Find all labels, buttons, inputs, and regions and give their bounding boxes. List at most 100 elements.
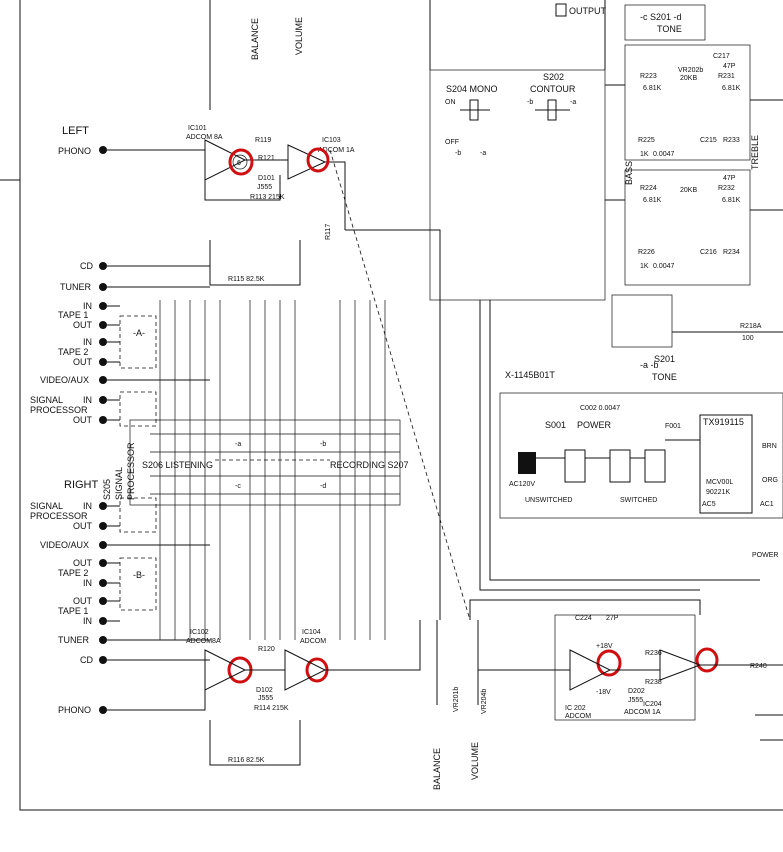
power-section: X-1145B01T S001 C002 0.0047 POWER F001 T… (499, 370, 783, 559)
svg-text:-a: -a (480, 150, 486, 157)
left-input-jacks: LEFT PHONO CD TUNER IN TAPE 1 OUT IN TAP… (30, 125, 107, 425)
left-phono-label: PHONO (58, 146, 91, 156)
r218a-val: 100 (742, 335, 754, 342)
bass-label: BASS (624, 161, 634, 185)
val-681k-1: 6.81K (643, 85, 662, 92)
ic102-part-label: ADCOM8A (186, 638, 221, 645)
val-0047-2: 0.0047 (653, 263, 675, 270)
d101-label: D101 (258, 175, 275, 182)
svg-text:-b: -b (527, 99, 533, 106)
power-right-label: POWER (752, 552, 778, 559)
c215-label: C215 (700, 137, 717, 144)
c224-val: 27P (606, 615, 619, 622)
val-681k-3: 6.81K (643, 197, 662, 204)
r232-label: R232 (718, 185, 735, 192)
left-channel-label: LEFT (62, 125, 89, 137)
r119-label: R119 (255, 137, 271, 144)
r113-label: R113 215K (250, 194, 285, 201)
transformer-label: TX919115 (703, 417, 744, 427)
c002-label: C002 0.0047 (580, 405, 620, 412)
right-tape2-in-label: IN (83, 578, 92, 588)
r226-label: R226 (638, 249, 655, 256)
svg-text:-b: -b (455, 150, 461, 157)
ic202-part-label: ADCOM (565, 713, 591, 720)
val-1k-2: 1K (640, 263, 649, 270)
right-signal-in-label: IN (83, 501, 92, 511)
s206-label: S206 LISTENING (142, 460, 213, 470)
balance-volume: BALANCE VOLUME BALANCE VOLUME VR201b VR2… (250, 17, 488, 790)
s201-bottom-label: S201 (654, 354, 675, 364)
r238-label: R238 (645, 679, 662, 686)
mcv-label: MCV00L (706, 479, 733, 486)
s001-label: S001 (545, 420, 566, 430)
right-tape1-out-label: OUT (73, 596, 93, 606)
right-phono-label: PHONO (58, 705, 91, 715)
right-tape1-label: TAPE 1 (58, 606, 88, 616)
r240-label: R240 (750, 663, 767, 670)
svg-text:-B-: -B- (133, 570, 145, 580)
balance-top-label: BALANCE (250, 18, 260, 60)
r117-label: R117 (325, 224, 332, 240)
j555-2: J555 (258, 695, 273, 702)
ic204-part-label: ADCOM 1A (624, 709, 661, 716)
frame-wires (0, 0, 783, 811)
r223-label: R223 (640, 73, 657, 80)
volume-top-label: VOLUME (294, 17, 304, 55)
left-tape2-in-label: IN (83, 337, 92, 347)
vr201-label: VR201b (453, 687, 460, 712)
d202-label: D202 (628, 688, 645, 695)
val-1k-1: 1K (640, 151, 649, 158)
unswitched-label: UNSWITCHED (525, 497, 572, 504)
left-tape1-label: TAPE 1 (58, 310, 88, 320)
svg-text:-c: -c (235, 483, 241, 490)
ic101-block: IC101 ADCOM 8A 6 IC103 ADCOM 1A R119 R12… (186, 125, 355, 286)
board-label: X-1145B01T (505, 370, 555, 380)
s205-sub2-label: PROCESSOR (126, 442, 136, 500)
left-tape1-in-label: IN (83, 301, 92, 311)
left-signal-in-label: IN (83, 395, 92, 405)
left-processor-label: PROCESSOR (30, 405, 88, 415)
svg-text:-A-: -A- (133, 328, 145, 338)
svg-text:6: 6 (237, 160, 241, 167)
ic202-label: IC 202 (565, 705, 586, 712)
right-input-jacks: RIGHT SIGNAL IN PROCESSOR OUT VIDEO/AUX … (30, 479, 107, 715)
red-annotations (227, 147, 719, 684)
r234-label: R234 (723, 249, 740, 256)
r218a-label: R218A (740, 323, 762, 330)
left-video-aux-label: VIDEO/AUX (40, 375, 89, 385)
r114-label: R114 215K (254, 705, 289, 712)
left-tape2-out-label: OUT (73, 357, 93, 367)
ic104-part-label: ADCOM (300, 638, 326, 645)
org-label: ORG (762, 477, 778, 484)
switch-matrix: S205 SIGNAL PROCESSOR S206 LISTENING REC… (102, 300, 409, 640)
r115-label: R115 82.5K (228, 276, 265, 283)
vplus-label: +18V (596, 643, 613, 650)
right-video-aux-label: VIDEO/AUX (40, 540, 89, 550)
c224-label: C224 (575, 615, 592, 622)
s201-sub-label: -a -b (640, 360, 659, 370)
r90221k-label: 90221K (706, 489, 730, 496)
balance-bottom-label: BALANCE (432, 748, 442, 790)
tone-top-label: TONE (657, 24, 682, 34)
c216-val: 47P (723, 175, 736, 182)
j555-3: J555 (628, 697, 643, 704)
j555-1: J555 (257, 184, 272, 191)
left-tuner-label: TUNER (60, 282, 91, 292)
r233-label: R233 (723, 137, 740, 144)
vr202b-val: 20KB (680, 75, 697, 82)
r236-label: R236 (645, 650, 662, 657)
right-processor-label: PROCESSOR (30, 511, 88, 521)
svg-text:-d: -d (320, 483, 326, 490)
r121-label: R121 (258, 155, 275, 162)
brn-label: BRN (762, 443, 777, 450)
ic102-block: IC102 ADCOM8A IC104 ADCOM R120 R114 215K… (186, 629, 345, 766)
svg-text:-b: -b (320, 441, 326, 448)
off-label-1: OFF (445, 139, 459, 146)
r225-label: R225 (638, 137, 655, 144)
left-tape1-out-label: OUT (73, 320, 93, 330)
f001-label: F001 (665, 423, 681, 430)
r116-label: R116 82.5K (228, 757, 265, 764)
ic104-label: IC104 (302, 629, 321, 636)
contour-label: CONTOUR (530, 84, 576, 94)
tone-bottom-label: TONE (652, 372, 677, 382)
